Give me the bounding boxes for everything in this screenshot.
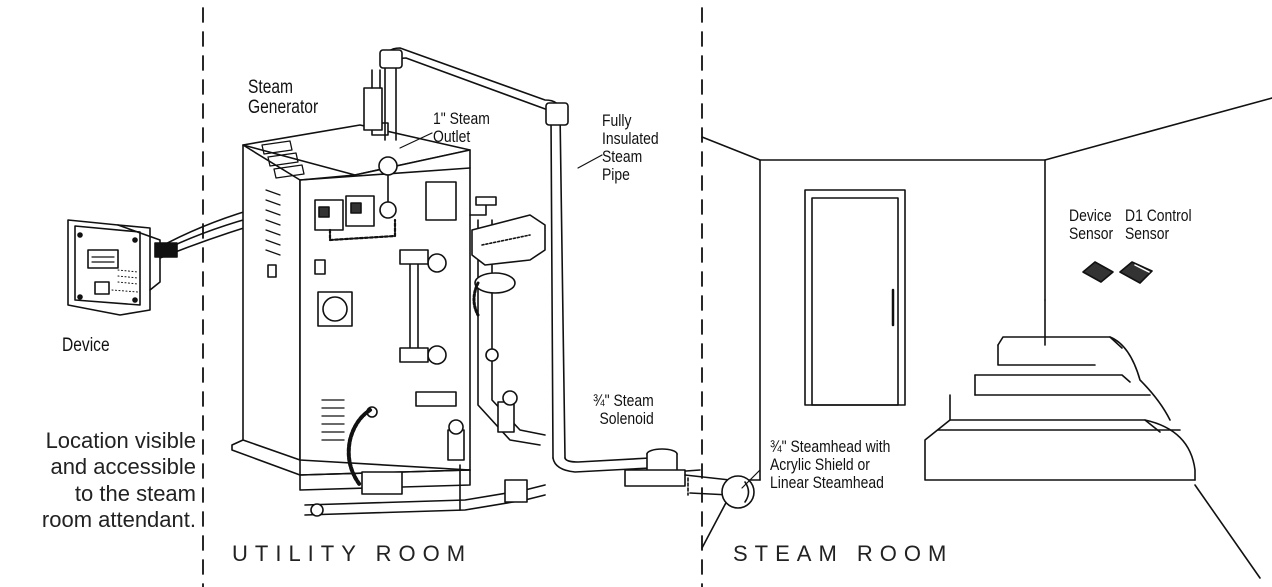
control-wiring (154, 209, 251, 259)
device-sensor (1082, 261, 1114, 283)
steam-room-walls (701, 97, 1272, 579)
steam-room-door (804, 189, 906, 406)
steam-solenoid (624, 448, 731, 496)
leader-lines (399, 132, 761, 489)
steam-generator (231, 124, 471, 495)
label-steam-generator: Steam Generator (248, 77, 319, 118)
label-device-sensor: Device Sensor (1069, 206, 1114, 243)
label-steam-outlet: 1" Steam Outlet (433, 109, 490, 146)
label-steam-room: STEAM ROOM (733, 541, 954, 566)
label-insulated-pipe: Fully Insulated Steam Pipe (602, 111, 659, 184)
d1-control-sensor (1119, 261, 1153, 284)
label-steam-solenoid: ¾" Steam Solenoid (593, 391, 654, 428)
label-steamhead: ¾" Steamhead with Acrylic Shield or Line… (770, 437, 891, 492)
divider-lines (202, 7, 703, 587)
label-d1-control-sensor: D1 Control Sensor (1125, 206, 1192, 243)
water-piping (304, 196, 546, 517)
steam-pipe (363, 47, 755, 509)
control-device (67, 219, 161, 316)
steam-room-bench (924, 299, 1196, 481)
label-location-note: Location visible and accessible to the s… (41, 428, 196, 533)
label-utility-room: UTILITY ROOM (232, 541, 473, 566)
label-device: Device (62, 335, 110, 356)
